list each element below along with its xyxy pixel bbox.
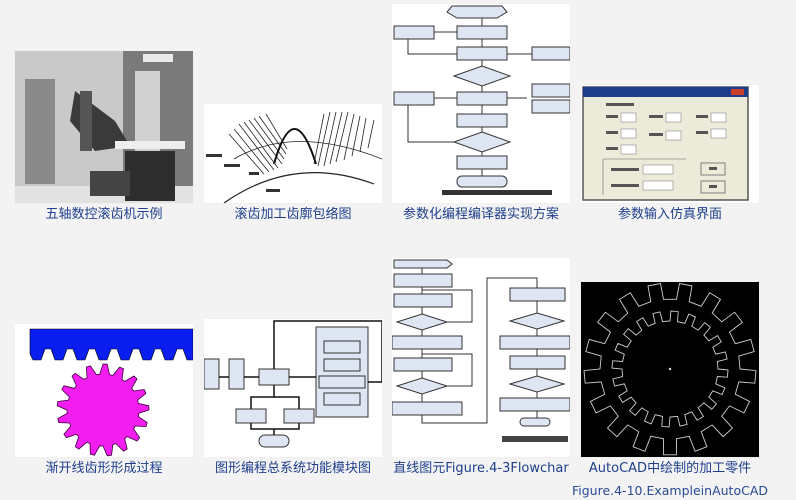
envelope-diagram-thumbnail[interactable] — [204, 104, 382, 203]
parameter-dialog-icon — [582, 86, 749, 201]
autocad-part-thumbnail[interactable] — [581, 282, 759, 457]
compiler-flowchart-thumbnail[interactable] — [392, 4, 570, 203]
tooth-profile-envelope-icon — [206, 111, 382, 203]
parameter-dialog-thumbnail[interactable] — [581, 85, 759, 203]
gallery-caption[interactable]: 滚齿加工齿廓包络图 — [234, 207, 352, 222]
line-flowchart-thumbnail[interactable] — [392, 258, 570, 457]
involute-gear-thumbnail[interactable] — [15, 324, 193, 457]
hobbing-machine-thumbnail[interactable] — [15, 51, 193, 203]
compiler-flowchart-icon — [393, 5, 570, 195]
line-primitive-flowchart-icon — [392, 259, 570, 442]
module-diagram-thumbnail[interactable] — [204, 319, 382, 457]
gallery-caption[interactable]: 参数化编程编译器实现方案 — [402, 207, 559, 222]
gear-outline — [583, 282, 757, 456]
gallery-caption-secondary[interactable]: Figure.4-10.ExampleinAutoCAD — [571, 483, 769, 498]
involute-rack-gear-icon — [29, 328, 193, 457]
gallery-caption[interactable]: 直线图元Figure.4-3Flowchar — [393, 461, 569, 476]
gallery-caption[interactable]: 渐开线齿形形成过程 — [45, 461, 163, 476]
gallery-caption[interactable]: AutoCAD中绘制的加工零件 — [588, 461, 752, 476]
module-block-diagram-icon — [204, 320, 382, 448]
gallery-caption[interactable]: 五轴数控滚齿机示例 — [45, 207, 163, 222]
autocad-gear-drawing-icon — [581, 282, 759, 457]
hobbing-machine-photo-icon — [15, 51, 193, 203]
gear-outline — [611, 310, 729, 428]
gear-shape — [56, 363, 150, 457]
gallery-caption[interactable]: 参数输入仿真界面 — [617, 207, 722, 222]
gallery-caption[interactable]: 图形编程总系统功能模块图 — [214, 461, 371, 476]
